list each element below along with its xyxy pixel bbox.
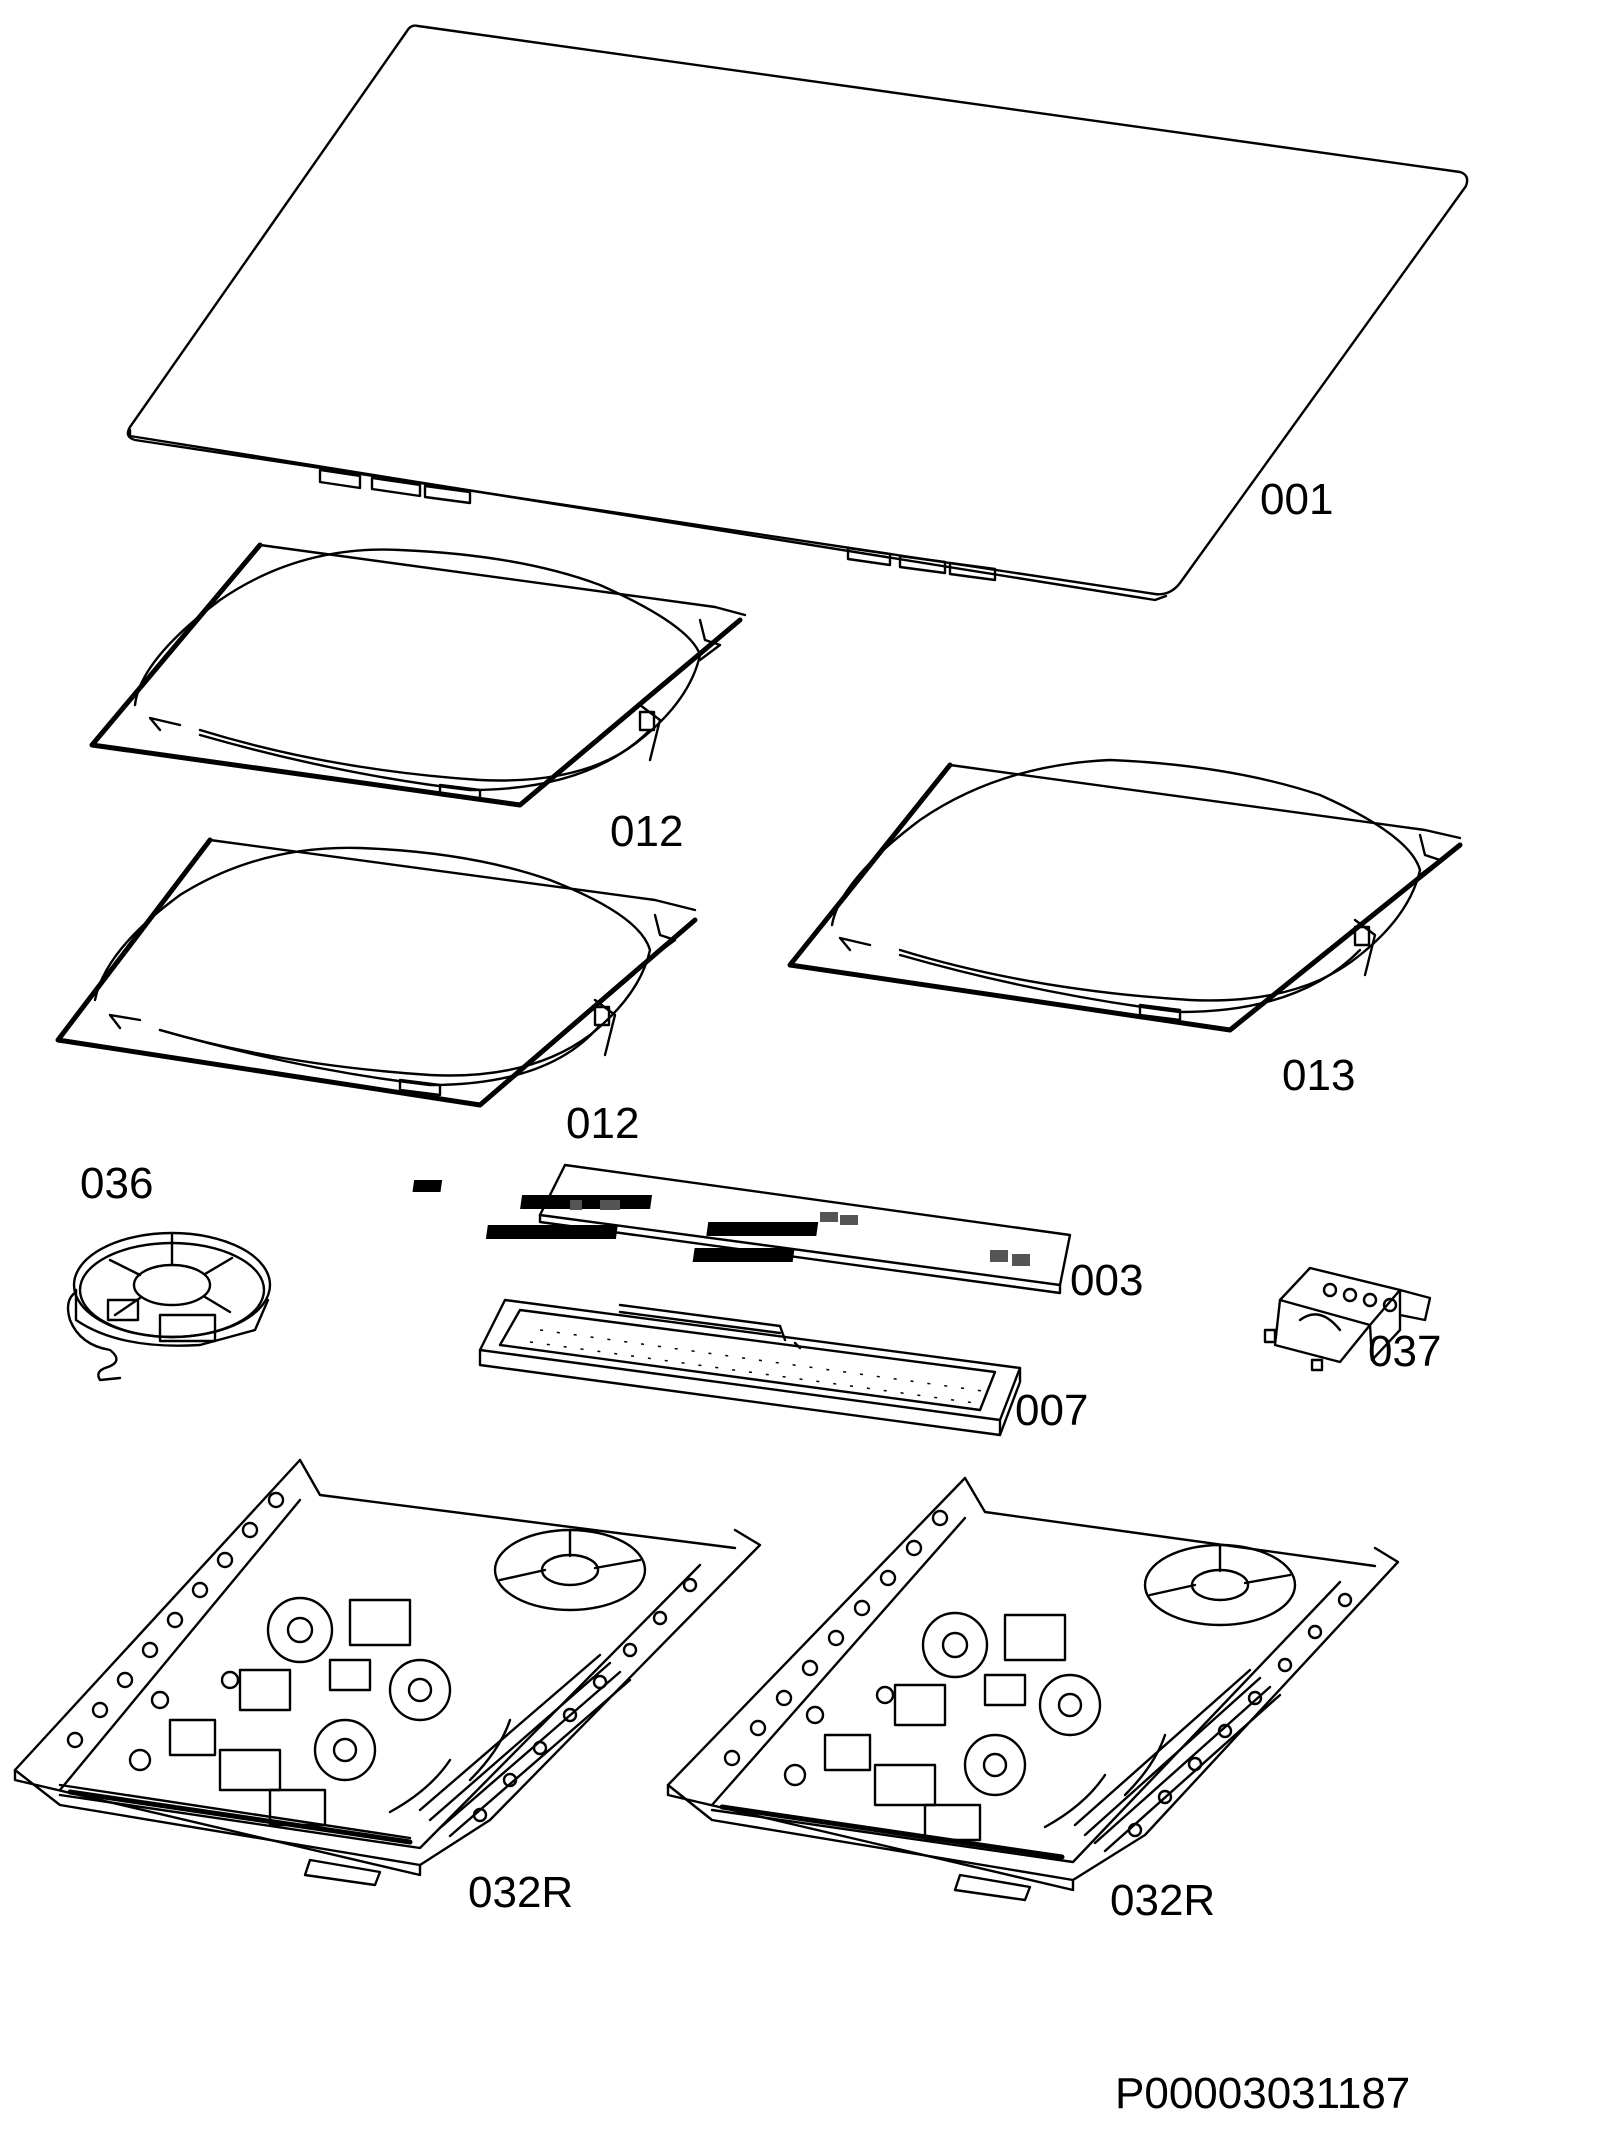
label-part-003: 003 xyxy=(1070,1256,1143,1305)
part-012-induction-coil-top xyxy=(89,542,747,808)
label-part-037: 037 xyxy=(1368,1327,1441,1376)
label-part-001: 001 xyxy=(1260,475,1333,524)
part-032r-power-module-right xyxy=(666,1476,1400,1902)
label-part-007: 007 xyxy=(1015,1386,1088,1435)
label-part-032r-right: 032R xyxy=(1110,1876,1215,1925)
part-036-cooling-fan xyxy=(66,1231,272,1382)
label-part-012-bottom: 012 xyxy=(566,1099,639,1148)
label-part-032r-left: 032R xyxy=(468,1868,573,1917)
label-part-013: 013 xyxy=(1282,1051,1355,1100)
label-part-036: 036 xyxy=(80,1159,153,1208)
part-007-board-housing xyxy=(478,1298,1022,1437)
part-037-terminal-block xyxy=(1263,1266,1432,1372)
part-032r-power-module-left xyxy=(13,1458,762,1887)
document-code: P00003031187 xyxy=(1115,2069,1410,2118)
label-part-012-top: 012 xyxy=(610,807,683,856)
part-012-induction-coil-bottom xyxy=(55,837,698,1108)
part-003-control-board xyxy=(412,1163,1072,1295)
part-013-induction-coil xyxy=(787,758,1463,1033)
part-001-glass-plate xyxy=(126,24,1469,602)
